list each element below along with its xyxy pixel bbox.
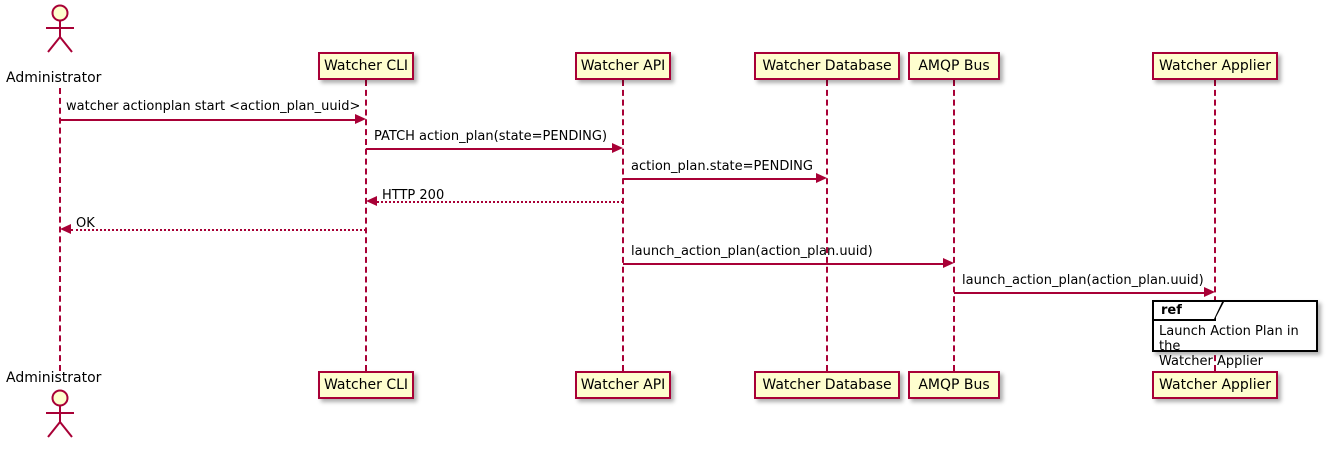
participant-amqp-bus-bottom[interactable]: AMQP Bus [908,371,1000,399]
message-line-ok [71,229,366,231]
ref-fragment-launch-action-plan: ref Launch Action Plan in the Watcher Ap… [1152,300,1318,369]
participant-watcher-applier-top[interactable]: Watcher Applier [1152,52,1278,80]
participant-watcher-database-top[interactable]: Watcher Database [754,52,900,80]
lifeline-amqp-bus [953,80,955,371]
message-line-action-plan-state-pending [623,178,816,180]
participant-watcher-database-bottom[interactable]: Watcher Database [754,371,900,399]
arrow-head-right-icon-action-plan-state-pending [816,173,827,183]
participant-watcher-api-top[interactable]: Watcher API [575,52,671,80]
message-label-watcher-actionplan-start: watcher actionplan start <action_plan_uu… [66,99,361,114]
lifeline-watcher-cli [365,80,367,371]
message-line-launch-action-plan-api-amqp [623,263,943,265]
message-label-patch-action-plan: PATCH action_plan(state=PENDING) [374,129,608,144]
ref-fragment-keyword: ref [1154,302,1216,321]
ref-fragment-tab-corner-fill-icon [1214,302,1222,319]
arrow-head-right-icon-launch-action-plan-api-amqp [943,258,954,268]
message-label-ok: OK [76,216,95,231]
message-line-http-200 [377,201,623,203]
arrow-head-right-icon-launch-action-plan-amqp-applier [1204,287,1215,297]
participant-amqp-bus-top[interactable]: AMQP Bus [908,52,1000,80]
actor-label-administrator-bottom: Administrator [6,370,102,386]
participant-watcher-applier-bottom[interactable]: Watcher Applier [1152,371,1278,399]
arrow-head-right-icon-watcher-actionplan-start [355,114,366,124]
message-label-launch-action-plan-amqp-applier: launch_action_plan(action_plan.uuid) [962,273,1204,288]
message-label-http-200: HTTP 200 [382,188,445,203]
message-line-patch-action-plan [366,148,612,150]
lifeline-watcher-applier [1214,80,1216,371]
message-label-launch-action-plan-api-amqp: launch_action_plan(action_plan.uuid) [631,244,873,259]
ref-fragment-text: Launch Action Plan in the Watcher Applie… [1159,324,1299,369]
avatar-administrator-top [38,4,82,54]
message-line-launch-action-plan-amqp-applier [954,292,1204,294]
arrow-head-left-icon-http-200 [366,196,377,206]
message-label-action-plan-state-pending: action_plan.state=PENDING [631,159,813,174]
lifeline-watcher-database [826,80,828,371]
lifeline-watcher-api [622,80,624,371]
participant-watcher-api-bottom[interactable]: Watcher API [575,371,671,399]
avatar-administrator-bottom [38,389,82,439]
participant-watcher-cli-bottom[interactable]: Watcher CLI [318,371,414,399]
message-line-watcher-actionplan-start [60,119,355,121]
actor-label-administrator-top: Administrator [6,70,102,86]
arrow-head-left-icon-ok [60,224,71,234]
participant-watcher-cli-top[interactable]: Watcher CLI [318,52,414,80]
arrow-head-right-icon-patch-action-plan [612,143,623,153]
